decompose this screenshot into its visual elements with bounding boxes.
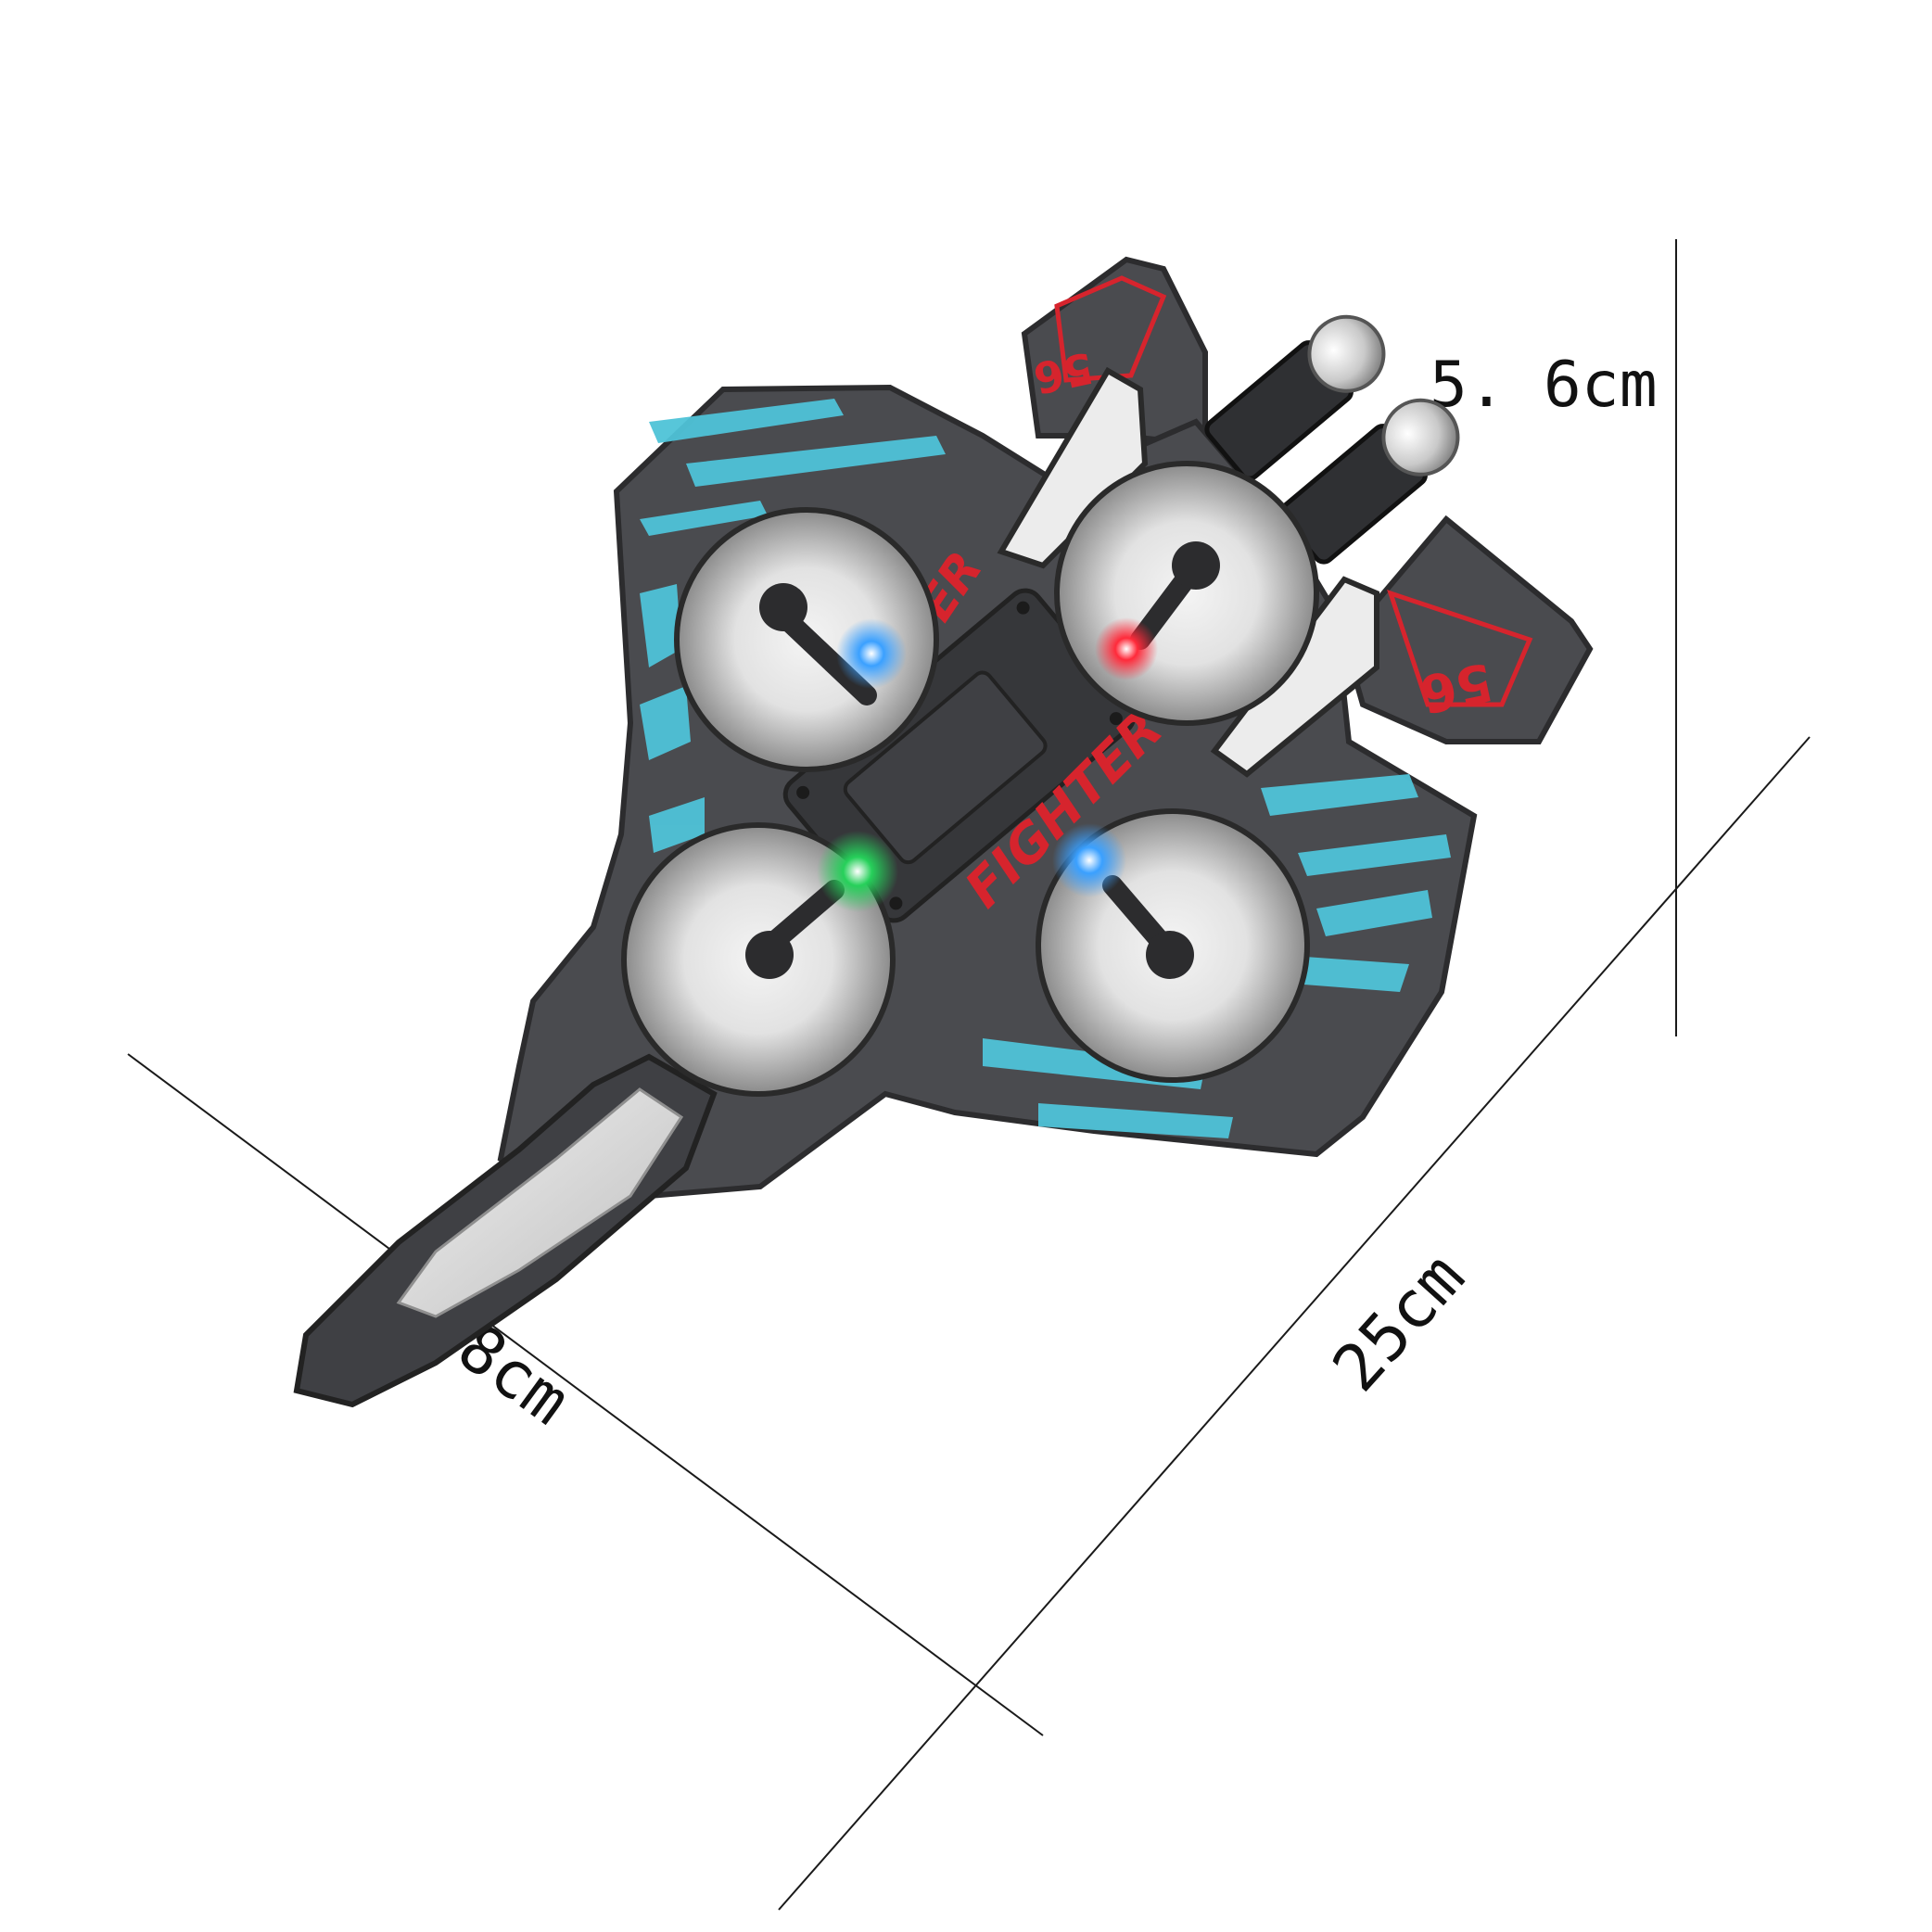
led-front-right [1095,617,1158,680]
dimension-lines [127,239,1811,1911]
led-rear-right [1052,823,1126,897]
svg-text:56: 56 [1415,650,1498,724]
length-label: 25cm [1318,1239,1480,1405]
vertical-stabilizer-left [997,366,1149,569]
propeller-front-right [1054,461,1319,726]
height-label: 5. 6cm [1430,349,1658,422]
engine-nozzle-left [1204,314,1386,481]
led-rear-left [817,831,898,912]
propeller-front-left [674,507,939,772]
camouflage-stripes [640,399,1451,1138]
svg-text:56: 56 [1029,342,1098,403]
length-dimension-line [778,736,1811,1911]
vertical-stabilizer-right [1210,576,1379,778]
width-dimension-line [127,1053,1044,1736]
led-front-left [836,618,907,689]
fighter-drone: FIGHTER FIGHTER 56 56 [293,256,1594,1408]
engine-nozzle-right [1278,398,1460,565]
nose-canopy [396,1087,684,1318]
model-badge-tail-upper: 56 [1029,275,1167,403]
model-badge-tail-lower: 56 [1387,590,1533,724]
